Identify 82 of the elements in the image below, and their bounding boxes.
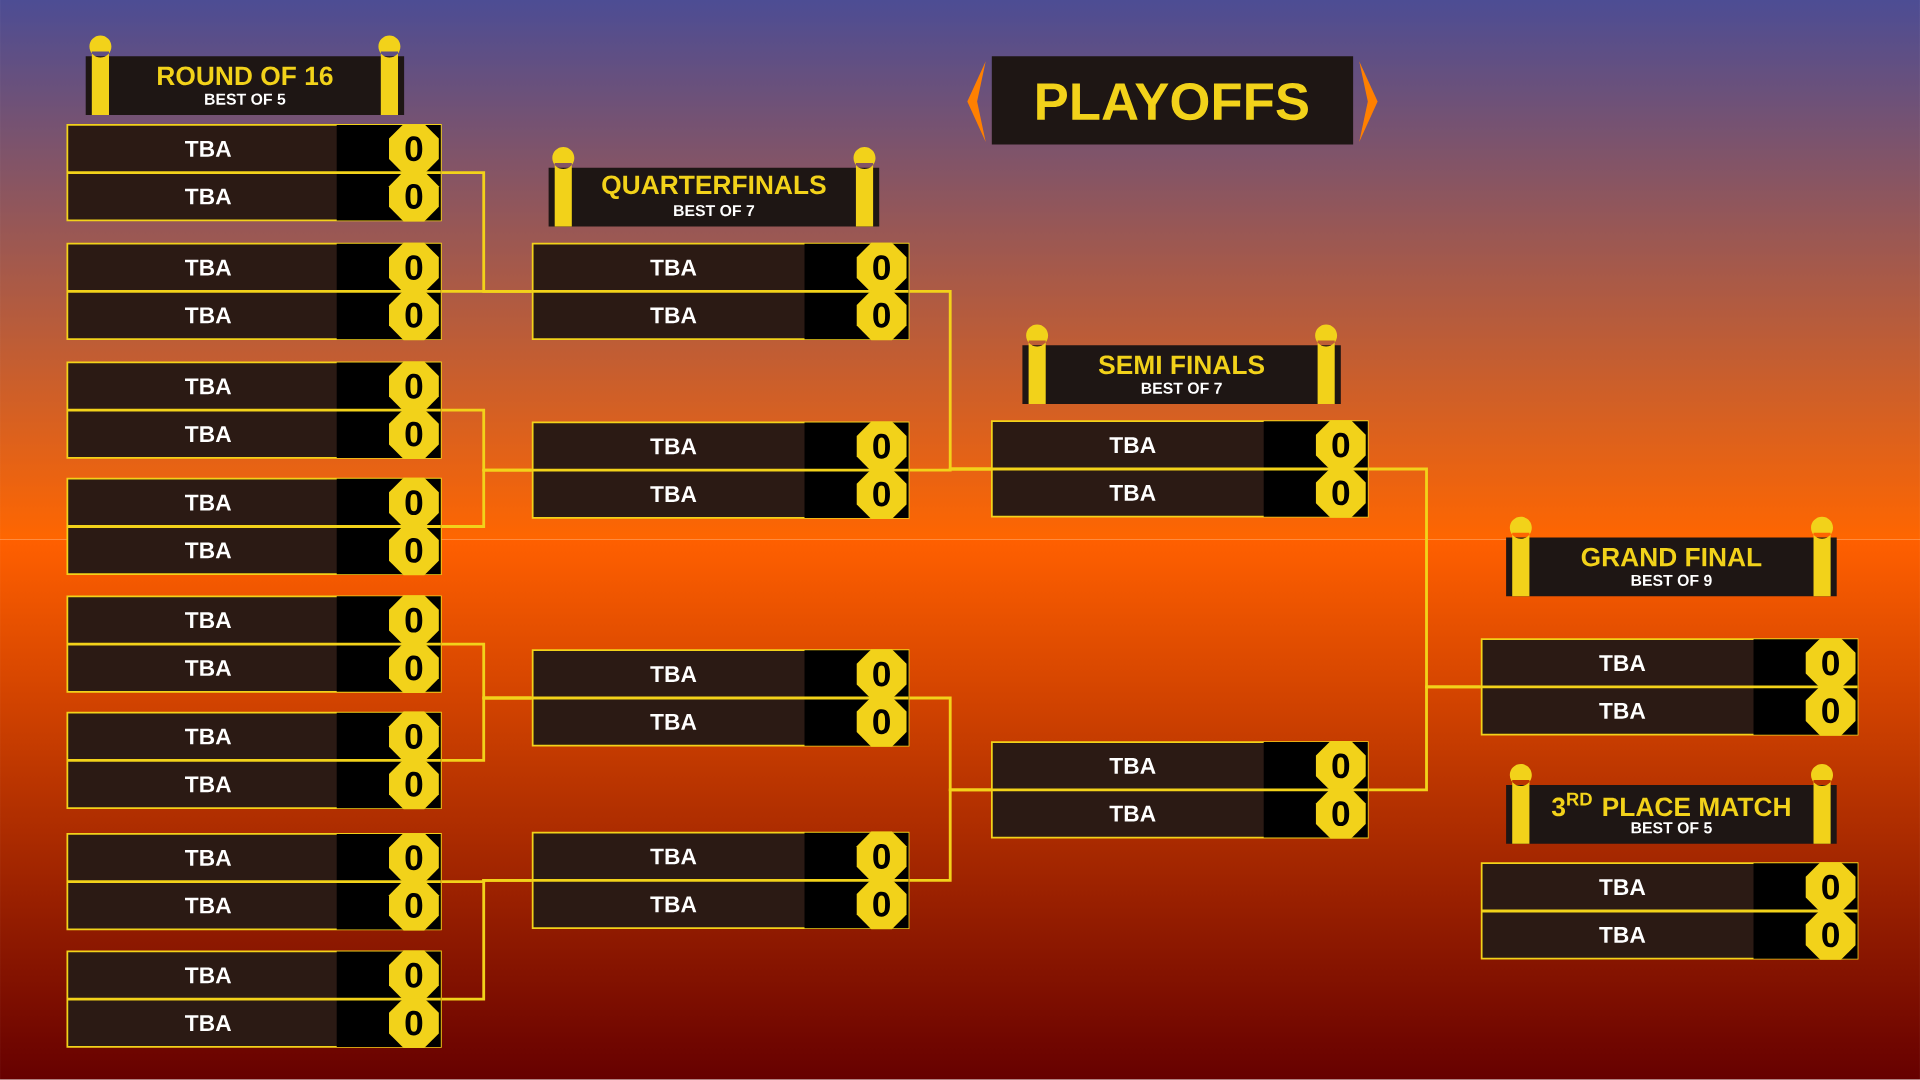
team-name: TBA [185, 307, 232, 324]
series-format: BEST OF 7 [674, 205, 755, 217]
team-name: TBA [185, 849, 232, 866]
score-badge: 0 [1805, 910, 1856, 960]
score-badge: 0 [856, 290, 907, 341]
score-badge: 0 [389, 290, 439, 341]
score-badge: 0 [856, 879, 907, 930]
team-name: TBA [185, 542, 232, 559]
stage-title: ROUND OF 16 [158, 66, 333, 86]
team-name: TBA [650, 438, 697, 455]
score-badge: 0 [856, 242, 907, 293]
score-badge: 0 [389, 477, 439, 528]
team-name: TBA [650, 259, 697, 276]
stage-title: 3$^{RD}$ PLACE MATCH [1551, 792, 1790, 817]
score-badge: 0 [1315, 741, 1366, 791]
team-name: TBA [650, 666, 697, 682]
series-format: BEST OF 7 [1141, 382, 1222, 394]
team-name: TBA [1599, 702, 1646, 719]
score-badge: 0 [856, 421, 907, 472]
score-badge: 0 [389, 409, 439, 459]
bracket-line [441, 289, 532, 293]
score-badge: 0 [1315, 420, 1366, 470]
team-name: TBA [185, 967, 232, 984]
series-format: BEST OF 9 [1631, 574, 1712, 586]
team-name: TBA [650, 848, 697, 865]
team-name: TBA [185, 612, 232, 629]
team-name: TBA [185, 1015, 232, 1031]
team-name: TBA [185, 378, 232, 395]
team-name: TBA [185, 660, 232, 676]
team-name: TBA [650, 713, 697, 730]
team-name: TBA [1109, 805, 1156, 822]
score-badge: 0 [1315, 468, 1366, 518]
score-badge: 0 [1805, 685, 1856, 736]
team-name: TBA [1599, 879, 1646, 895]
score-badge: 0 [1805, 862, 1856, 912]
score-badge: 0 [389, 525, 439, 576]
bracket-line [909, 467, 991, 472]
team-name: TBA [185, 897, 232, 914]
series-format: BEST OF 5 [205, 93, 286, 105]
score-badge: 0 [1805, 638, 1856, 688]
score-badge: 0 [389, 643, 439, 693]
score-badge: 0 [1315, 788, 1366, 839]
score-badge: 0 [856, 649, 907, 699]
team-name: TBA [1109, 758, 1156, 774]
bracket-line [441, 878, 532, 1001]
score-badge: 0 [389, 361, 439, 412]
score-badge: 0 [389, 711, 439, 762]
title: PLAYOFFS [1037, 82, 1308, 121]
team-name: TBA [185, 188, 232, 205]
stage-title: QUARTERFINALS [602, 175, 826, 200]
bracket-line [1368, 685, 1481, 792]
team-name: TBA [1599, 655, 1646, 671]
score-badge: 0 [389, 950, 439, 1001]
score-badge: 0 [389, 242, 439, 293]
team-name: TBA [1599, 927, 1646, 943]
bracket-line [441, 696, 532, 762]
series-format: BEST OF 5 [1631, 822, 1712, 834]
team-name: TBA [185, 776, 232, 793]
team-name: TBA [650, 486, 697, 502]
stage-title: GRAND FINAL [1581, 547, 1762, 567]
team-name: TBA [185, 140, 232, 157]
bracket-line [441, 468, 532, 528]
score-badge: 0 [856, 696, 907, 747]
score-badge: 0 [389, 759, 439, 810]
team-name: TBA [185, 426, 232, 442]
score-badge: 0 [389, 123, 439, 174]
stage-title: SEMI FINALS [1098, 355, 1265, 375]
team-name: TBA [185, 728, 232, 745]
score-badge: 0 [389, 880, 439, 931]
score-badge: 0 [389, 832, 439, 883]
team-name: TBA [650, 896, 697, 913]
score-badge: 0 [389, 171, 439, 222]
team-name: TBA [650, 307, 697, 324]
team-name: TBA [1109, 437, 1156, 453]
bracket-line [909, 788, 991, 882]
score-badge: 0 [856, 831, 907, 882]
team-name: TBA [1109, 485, 1156, 501]
score-badge: 0 [389, 595, 439, 646]
team-name: TBA [185, 259, 232, 276]
score-badge: 0 [856, 469, 907, 519]
score-badge: 0 [389, 998, 439, 1048]
team-name: TBA [185, 494, 232, 511]
